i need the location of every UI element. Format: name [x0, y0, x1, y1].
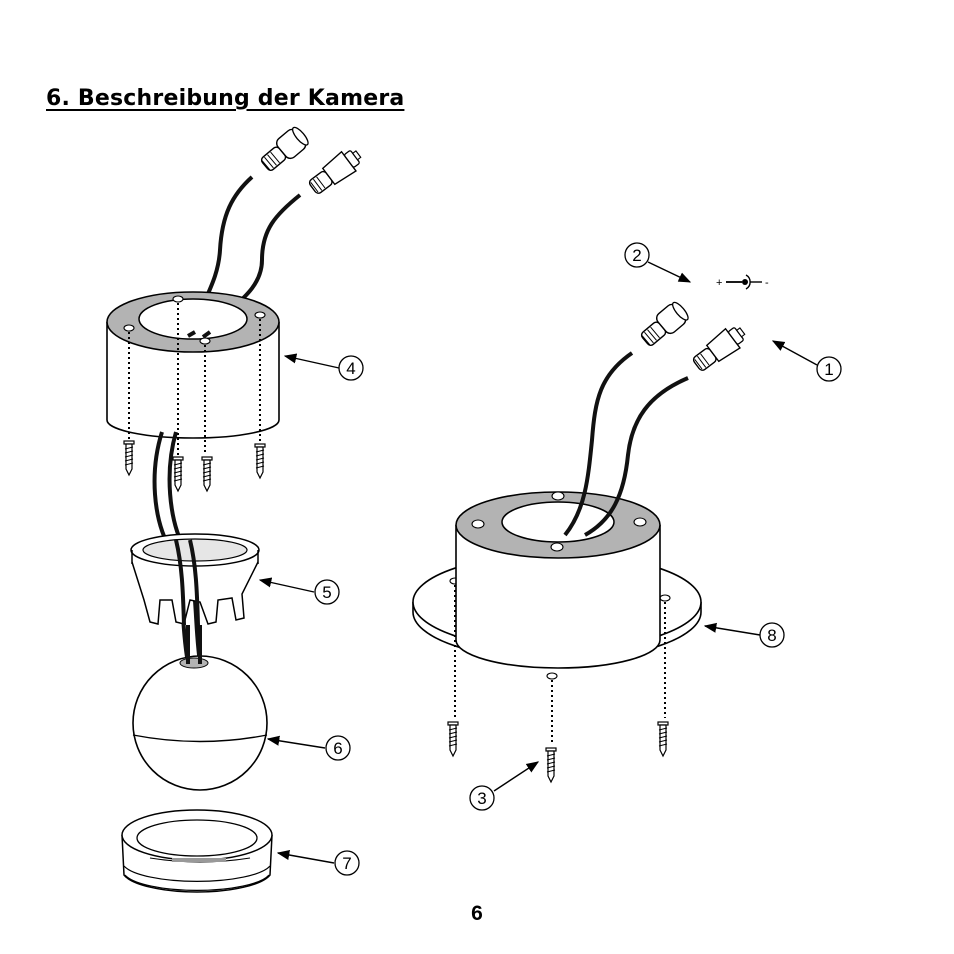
mounting-ring	[107, 292, 279, 438]
callout-label: 6	[333, 739, 342, 758]
camera-ball	[133, 625, 267, 790]
right-jack-connector	[637, 299, 691, 350]
polarity-symbol: + -	[716, 275, 769, 289]
screw-icon	[658, 722, 668, 756]
callout-6: 6	[268, 736, 350, 760]
left-plug-connector	[306, 145, 366, 198]
callout-1: 1	[773, 341, 841, 381]
cover-ring	[122, 810, 272, 892]
right-plug-connector	[690, 322, 750, 375]
screw-icon	[546, 748, 556, 782]
ring-screws	[124, 441, 265, 491]
dome-base	[413, 492, 701, 679]
callout-5: 5	[260, 580, 339, 604]
callout-4: 4	[285, 356, 363, 380]
callout-label: 3	[477, 789, 486, 808]
callout-label: 2	[632, 246, 641, 265]
screw-icon	[124, 441, 134, 475]
callout-2: 2	[625, 243, 690, 282]
callout-label: 7	[342, 854, 351, 873]
left-jack-connector	[257, 124, 311, 175]
polarity-plus: +	[716, 277, 722, 289]
screw-icon	[173, 457, 183, 491]
screw-icon	[448, 722, 458, 756]
base-screws	[448, 722, 668, 782]
screw-icon	[255, 444, 265, 478]
callout-label: 5	[322, 583, 331, 602]
polarity-minus: -	[765, 277, 769, 289]
callout-label: 1	[824, 360, 833, 379]
page-number: 6	[0, 902, 954, 926]
callout-label: 8	[767, 626, 776, 645]
callout-3: 3	[470, 762, 538, 810]
callout-8: 8	[705, 623, 784, 647]
callout-label: 4	[346, 359, 355, 378]
callout-7: 7	[278, 851, 359, 875]
screw-icon	[202, 457, 212, 491]
